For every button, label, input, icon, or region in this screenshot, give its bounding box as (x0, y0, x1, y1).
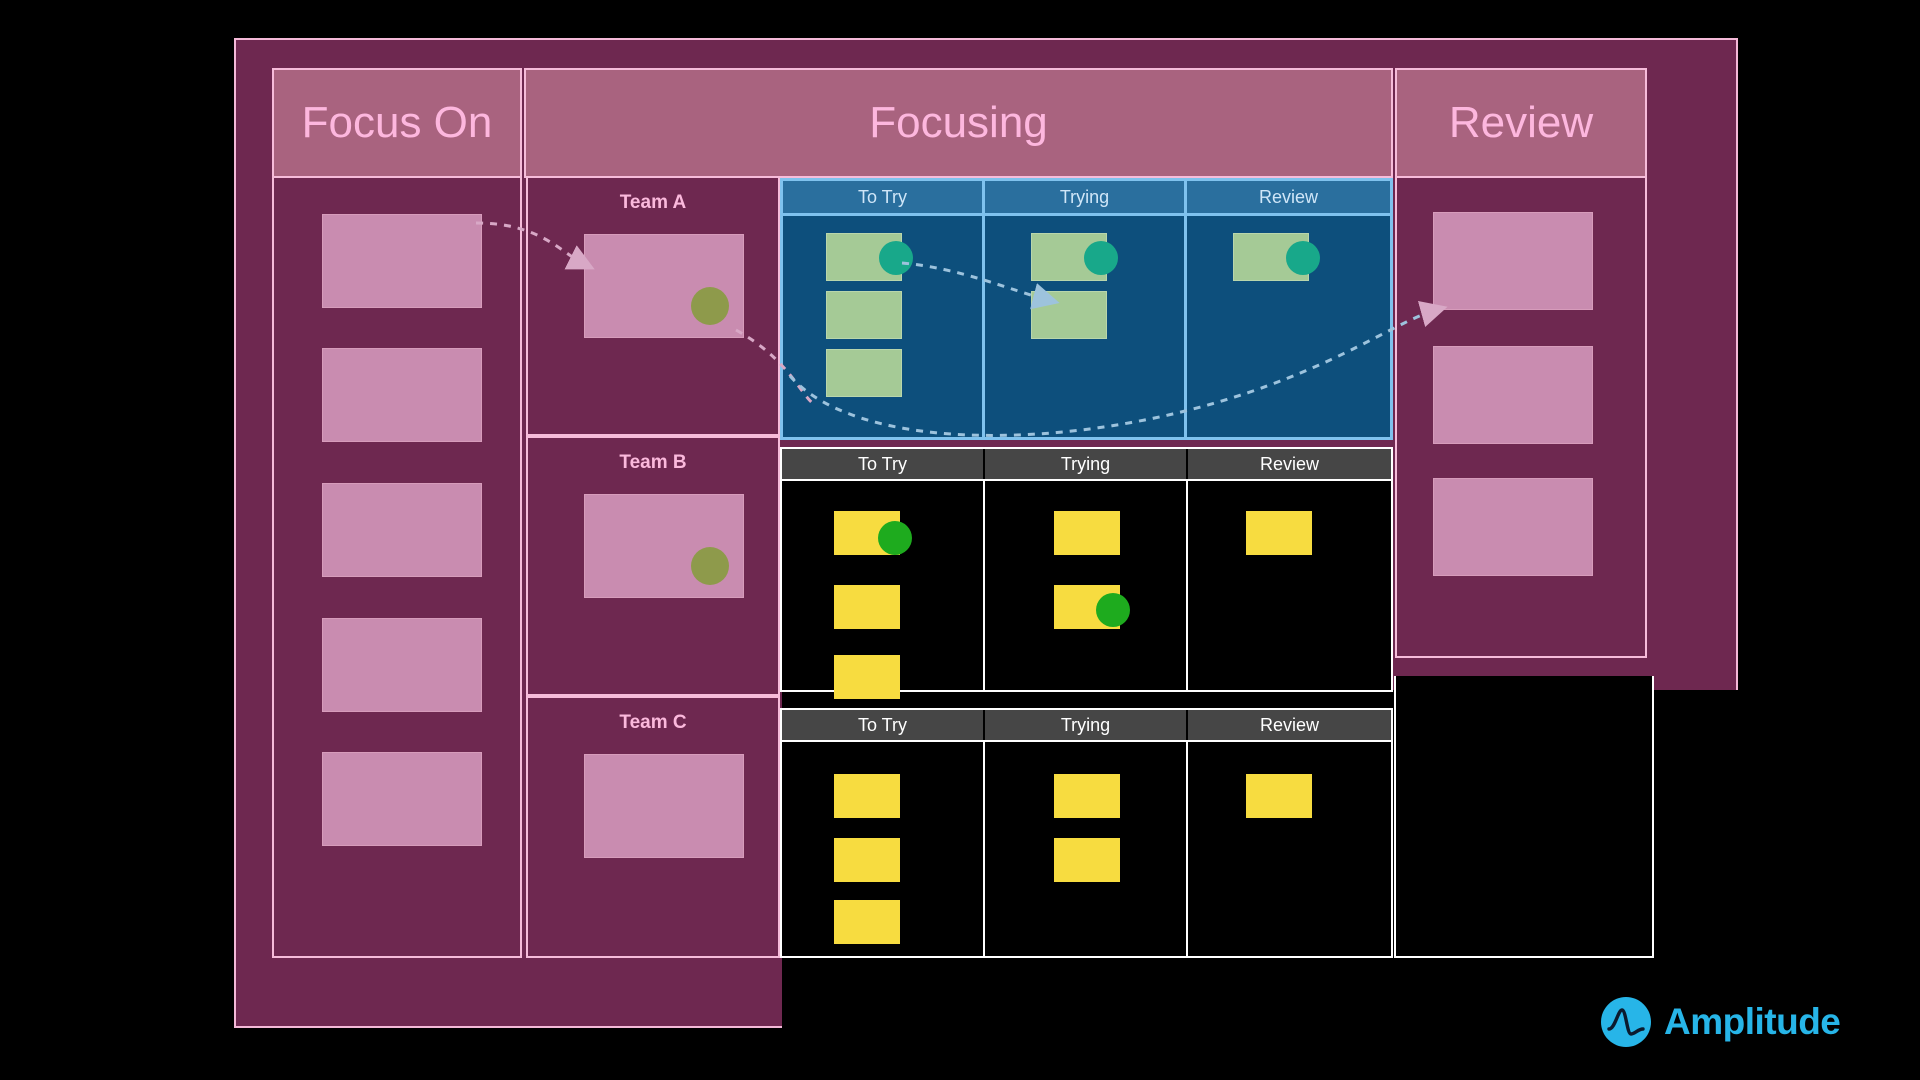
kanban-team-a: To Try Trying Review (780, 178, 1393, 440)
header-focus-on[interactable]: Focus On (272, 68, 522, 178)
teal-dot-icon (879, 241, 913, 275)
focus-on-card[interactable] (322, 348, 482, 442)
header-review-label: Review (1448, 98, 1594, 147)
kanban-c-divider (1186, 740, 1188, 956)
kanban-c-card[interactable] (1054, 838, 1120, 882)
kanban-a-review-label: Review (1258, 186, 1319, 207)
kanban-c-to-try-label: To Try (857, 714, 907, 735)
focus-on-card[interactable] (322, 618, 482, 712)
review-column (1395, 176, 1647, 658)
kanban-b-col-head-to-try[interactable]: To Try (782, 449, 983, 481)
kanban-b-card[interactable] (1054, 511, 1120, 555)
header-review[interactable]: Review (1395, 68, 1647, 178)
kanban-b-card[interactable] (1054, 585, 1130, 629)
kanban-team-b: To Try Trying Review (780, 447, 1393, 699)
teal-dot-icon (1286, 241, 1320, 275)
focus-on-card[interactable] (322, 752, 482, 846)
kanban-c-review-label: Review (1259, 714, 1320, 735)
team-a-card[interactable] (584, 234, 744, 338)
kanban-a-card[interactable] (1031, 233, 1118, 281)
team-c-card[interactable] (584, 754, 744, 858)
header-focusing-label: Focusing (869, 98, 1048, 147)
kanban-a-card[interactable] (826, 349, 902, 397)
kanban-a-col-head-trying[interactable]: Trying (985, 181, 1184, 216)
team-b-label: Team B (619, 452, 687, 473)
header-focusing[interactable]: Focusing (524, 68, 1393, 178)
kanban-a-card[interactable] (826, 291, 902, 339)
kanban-a-col-head-review[interactable]: Review (1187, 181, 1390, 216)
kanban-b-divider (1186, 479, 1188, 690)
kanban-c-trying-label: Trying (1060, 714, 1111, 735)
kanban-b-review-label: Review (1259, 453, 1320, 474)
kanban-b-divider (983, 479, 985, 690)
amplitude-mark-icon (1601, 997, 1651, 1047)
team-lane-b: Team B (526, 436, 780, 696)
kanban-c-card[interactable] (834, 774, 900, 818)
kanban-b-card[interactable] (834, 511, 912, 555)
kanban-c-card[interactable] (1246, 774, 1312, 818)
team-lane-a: Team A (526, 176, 780, 436)
focus-on-card[interactable] (322, 483, 482, 577)
kanban-b-col-head-trying[interactable]: Trying (985, 449, 1186, 481)
amplitude-wordmark: Amplitude (1664, 1001, 1841, 1042)
review-card[interactable] (1433, 346, 1593, 444)
kanban-a-col-head-to-try[interactable]: To Try (783, 181, 982, 216)
kanban-a-card[interactable] (1233, 233, 1320, 281)
kanban-b-col-head-review[interactable]: Review (1188, 449, 1391, 481)
kanban-a-trying-label: Trying (1059, 186, 1110, 207)
kanban-a-card[interactable] (1031, 291, 1107, 339)
olive-dot-icon (691, 547, 729, 585)
kanban-a-divider (1184, 181, 1187, 437)
teal-dot-icon (1084, 241, 1118, 275)
review-card[interactable] (1433, 212, 1593, 310)
kanban-b-to-try-label: To Try (857, 453, 907, 474)
focus-on-card[interactable] (322, 214, 482, 308)
team-a-label: Team A (619, 192, 687, 213)
olive-dot-icon (691, 287, 729, 325)
team-lane-c: Team C (526, 696, 780, 958)
kanban-b-trying-label: Trying (1060, 453, 1111, 474)
kanban-b-card[interactable] (834, 655, 900, 699)
kanban-b-card[interactable] (1246, 511, 1312, 555)
team-b-card[interactable] (584, 494, 744, 598)
kanban-c-card[interactable] (1054, 774, 1120, 818)
kanban-c-col-head-review[interactable]: Review (1188, 710, 1391, 742)
kanban-c-col-head-to-try[interactable]: To Try (782, 710, 983, 742)
kanban-a-card[interactable] (826, 233, 913, 281)
green-dot-icon (1096, 593, 1130, 627)
amplitude-logo: Amplitude (1600, 996, 1841, 1048)
kanban-c-col-head-trying[interactable]: Trying (985, 710, 1186, 742)
kanban-b-card[interactable] (834, 585, 900, 629)
kanban-c-card[interactable] (834, 838, 900, 882)
kanban-a-divider (982, 181, 985, 437)
header-focus-on-label: Focus On (301, 98, 493, 147)
green-dot-icon (878, 521, 912, 555)
overflow-black-panel (1394, 676, 1654, 958)
kanban-a-to-try-label: To Try (857, 186, 907, 207)
kanban-c-card[interactable] (834, 900, 900, 944)
kanban-c-divider (983, 740, 985, 956)
kanban-team-c: To Try Trying Review (780, 708, 1393, 958)
focus-on-column (272, 176, 522, 958)
review-card[interactable] (1433, 478, 1593, 576)
team-c-label: Team C (619, 712, 687, 733)
